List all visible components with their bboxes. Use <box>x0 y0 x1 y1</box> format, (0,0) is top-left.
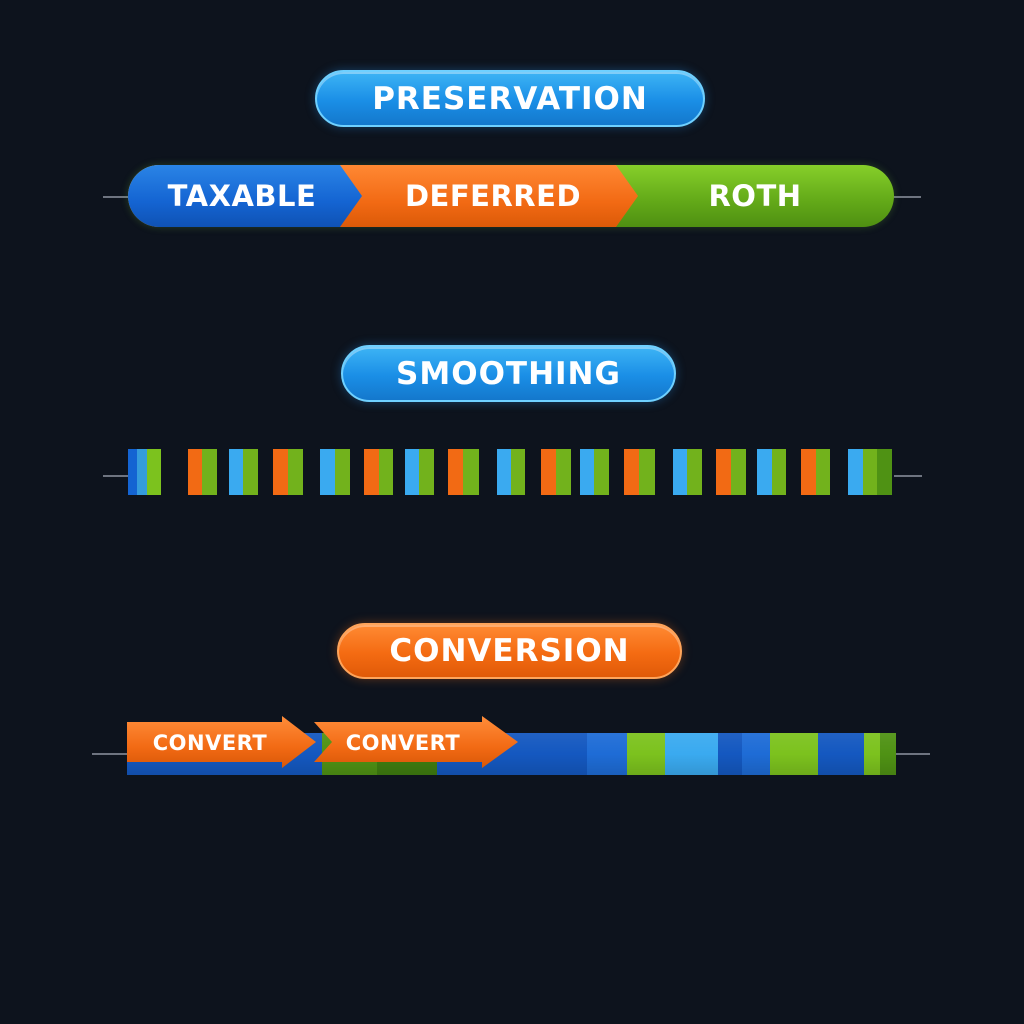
conversion-block <box>742 733 770 775</box>
smoothing-line-right <box>894 475 922 477</box>
smoothing-block <box>772 449 786 495</box>
smoothing-block <box>497 449 511 495</box>
preservation-title: PRESERVATION <box>315 70 705 127</box>
conversion-block <box>818 733 864 775</box>
smoothing-block <box>687 449 702 495</box>
conversion-arrows: CONVERT CONVERT <box>127 716 518 768</box>
smoothing-block <box>128 449 137 495</box>
smoothing-block <box>364 449 379 495</box>
smoothing-block <box>731 449 746 495</box>
smoothing-block <box>877 449 892 495</box>
smoothing-block <box>848 449 863 495</box>
smoothing-strip <box>128 449 896 495</box>
smoothing-block <box>379 449 393 495</box>
preservation-line-right <box>893 196 921 198</box>
smoothing-line-left <box>103 475 129 477</box>
smoothing-block <box>243 449 258 495</box>
smoothing-block <box>594 449 609 495</box>
convert-arrow-2 <box>314 716 518 768</box>
smoothing-block <box>541 449 556 495</box>
smoothing-block <box>229 449 243 495</box>
conversion-title: CONVERSION <box>337 623 682 679</box>
conversion-block <box>547 733 587 775</box>
smoothing-block <box>335 449 350 495</box>
smoothing-block <box>863 449 877 495</box>
smoothing-block <box>273 449 288 495</box>
convert-arrow-2-label: CONVERT <box>346 731 461 755</box>
smoothing-block <box>188 449 202 495</box>
conversion-block <box>587 733 627 775</box>
deferred-label-text: DEFERRED <box>404 179 582 213</box>
smoothing-block <box>511 449 525 495</box>
smoothing-block <box>801 449 816 495</box>
smoothing-block <box>288 449 303 495</box>
smoothing-block <box>556 449 571 495</box>
smoothing-block <box>716 449 731 495</box>
conversion-block <box>665 733 718 775</box>
smoothing-block <box>137 449 147 495</box>
smoothing-block <box>624 449 639 495</box>
smoothing-title-text: SMOOTHING <box>396 355 621 392</box>
conversion-block <box>718 733 742 775</box>
preservation-bar: TAXABLE DEFERRED ROTH <box>128 165 894 227</box>
conversion-block <box>880 733 896 775</box>
convert-arrow-1 <box>127 716 316 768</box>
preservation-line-left <box>103 196 131 198</box>
taxable-label: TAXABLE <box>148 165 336 227</box>
smoothing-block <box>463 449 479 495</box>
smoothing-block <box>448 449 463 495</box>
smoothing-block <box>320 449 335 495</box>
smoothing-block <box>757 449 772 495</box>
conversion-line-left <box>92 753 127 755</box>
smoothing-block <box>419 449 434 495</box>
conversion-title-text: CONVERSION <box>389 633 630 669</box>
smoothing-title: SMOOTHING <box>341 345 676 402</box>
taxable-label-text: TAXABLE <box>167 179 317 213</box>
conversion-block <box>864 733 880 775</box>
deferred-label: DEFERRED <box>368 165 618 227</box>
smoothing-block <box>147 449 161 495</box>
smoothing-block <box>639 449 655 495</box>
conversion-block <box>770 733 818 775</box>
smoothing-block <box>673 449 687 495</box>
taxable-segment <box>128 165 362 227</box>
smoothing-block <box>580 449 594 495</box>
smoothing-block <box>202 449 217 495</box>
smoothing-block <box>816 449 830 495</box>
convert-arrow-1-label: CONVERT <box>153 731 268 755</box>
conversion-block <box>627 733 665 775</box>
roth-label: ROTH <box>640 165 870 227</box>
roth-label-text: ROTH <box>708 179 802 213</box>
smoothing-block <box>405 449 419 495</box>
preservation-title-text: PRESERVATION <box>372 80 648 117</box>
conversion-line-right <box>895 753 930 755</box>
